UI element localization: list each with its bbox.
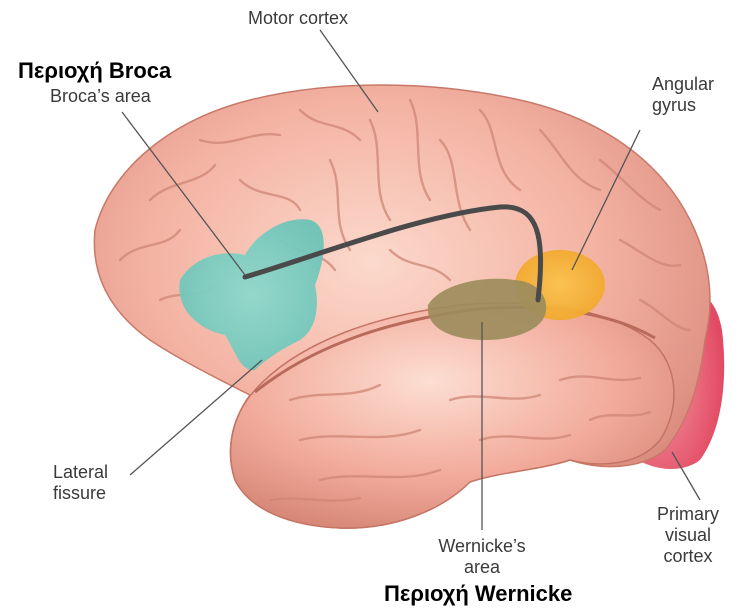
lateral-fissure-label: Lateral fissure	[53, 462, 108, 504]
primary-visual-cortex-label: Primary visual cortex	[648, 504, 728, 567]
primary-visual-cortex-label-line1: Primary	[648, 504, 728, 525]
lateral-fissure-label-line2: fissure	[53, 483, 108, 504]
lateral-fissure-label-line1: Lateral	[53, 462, 108, 483]
broca-greek-label: Περιοχή Broca	[18, 58, 171, 84]
brocas-area-label: Broca’s area	[50, 86, 151, 107]
primary-visual-cortex-label-line2: visual	[648, 525, 728, 546]
primary-visual-cortex-label-line3: cortex	[648, 546, 728, 567]
wernickes-area-label: Wernicke’s area	[432, 536, 532, 578]
wernicke-greek-label: Περιοχή Wernicke	[384, 581, 572, 607]
wernickes-area-label-line2: area	[432, 557, 532, 578]
wernickes-area-label-line1: Wernicke’s	[432, 536, 532, 557]
motor-cortex-label: Motor cortex	[248, 8, 348, 29]
angular-gyrus-label-line1: Angular	[652, 74, 714, 95]
angular-gyrus-label: Angular gyrus	[652, 74, 714, 116]
angular-gyrus-label-line2: gyrus	[652, 95, 714, 116]
